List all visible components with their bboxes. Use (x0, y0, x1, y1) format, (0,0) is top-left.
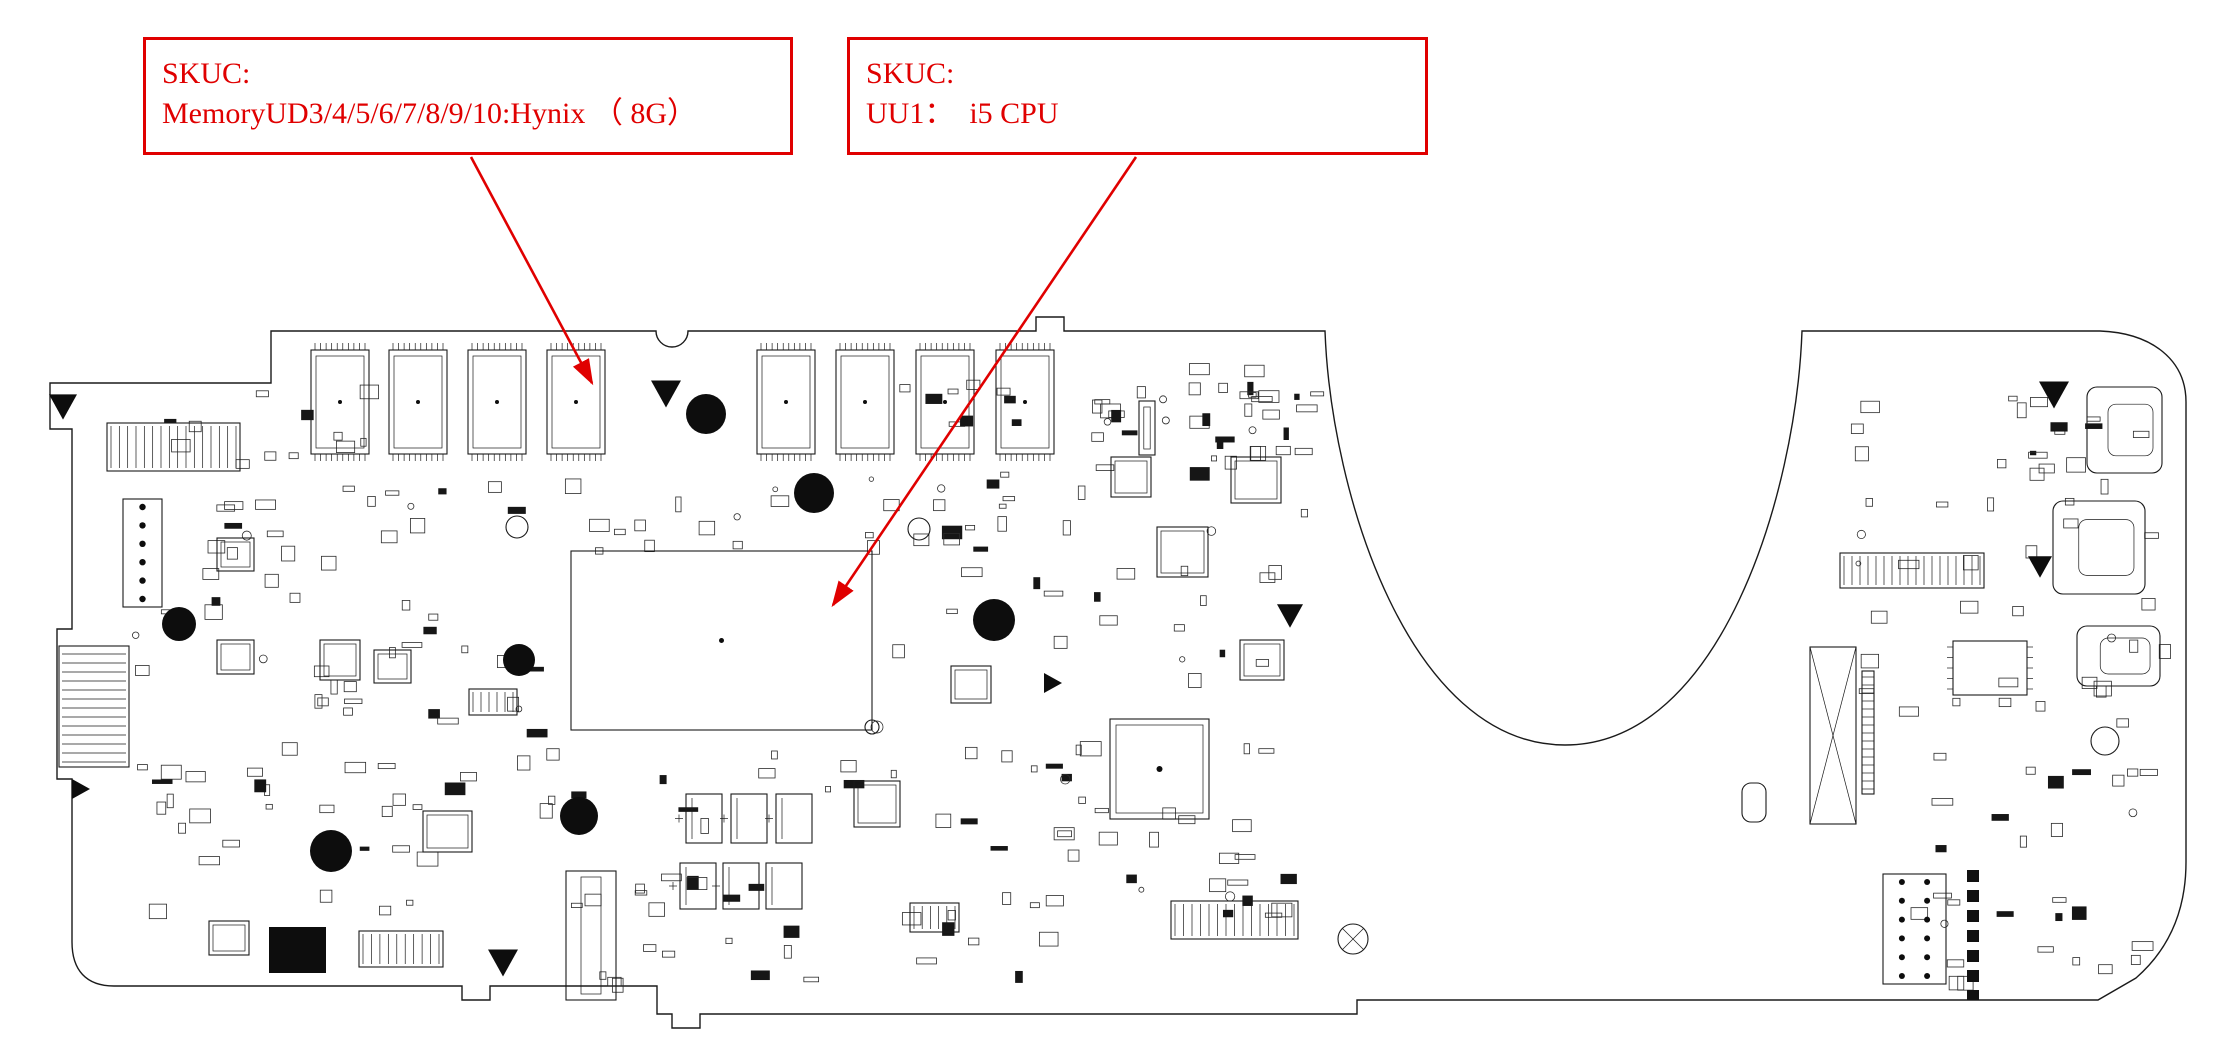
connector-chip (208, 920, 250, 956)
connector-dots-v2 (1882, 873, 1947, 985)
emi-pad (310, 830, 352, 872)
emi-pad (973, 599, 1015, 641)
connector-slot-v (1138, 400, 1156, 456)
annotation-arrows (469, 156, 1138, 608)
connector-chip (216, 639, 255, 675)
memory-module (388, 343, 448, 461)
connector-pins-v (909, 902, 960, 933)
connector-slot-v (565, 870, 617, 1001)
memory-modules (310, 343, 1055, 461)
connector-chip (1110, 456, 1152, 498)
connector-xbox (1809, 646, 1857, 825)
test-ring (2090, 726, 2120, 756)
emi-pad (162, 607, 196, 641)
connector-comb-v (1861, 670, 1875, 795)
marker-triangle (488, 949, 518, 977)
cpu (570, 550, 884, 734)
connector-pins-v (106, 422, 241, 472)
connector-usb (2076, 625, 2161, 687)
emi-pad (794, 473, 834, 513)
connector-cap (765, 793, 813, 844)
marker-triangle (49, 394, 77, 420)
memory-module (756, 343, 816, 461)
connector-pins-v (1170, 900, 1299, 940)
marker-triangle (72, 779, 90, 799)
marker-triangle (2028, 556, 2052, 578)
connector-dots-v (122, 498, 163, 608)
emi-pad (560, 797, 598, 835)
connector-slot (1741, 782, 1767, 823)
memory-module (995, 343, 1055, 461)
board-outline (49, 316, 2187, 1029)
callout-cpu-line1: SKUC: (866, 57, 955, 90)
connector-chip (1156, 526, 1209, 578)
connector-chip (1239, 639, 1285, 681)
annotation-arrow (469, 156, 594, 386)
connector-chip (1230, 456, 1282, 504)
connector-cap (755, 862, 803, 910)
test-ring (505, 515, 529, 539)
connector-chip (216, 537, 255, 572)
callout-cpu-line2: UU1： i5 CPU (866, 96, 1059, 130)
connector-chip (373, 649, 412, 684)
marker-triangle (1044, 673, 1062, 693)
connector-hatch-h (58, 645, 130, 768)
marker-triangle (651, 380, 681, 408)
connector-chip (950, 665, 992, 704)
connector-chip-big (1109, 718, 1210, 820)
connector-block (269, 927, 326, 973)
connector-usb (2052, 500, 2146, 595)
annotation-arrow (831, 156, 1138, 608)
callout-cpu-sku: SKUC: UU1： i5 CPU (847, 37, 1428, 155)
connector-chip-pins (1947, 640, 2033, 696)
marker-triangle (2039, 381, 2069, 409)
emi-pad (503, 644, 535, 676)
connector-pins-v (1839, 552, 1985, 589)
callout-memory-line1: SKUC: (162, 57, 251, 90)
connector-usb (2086, 386, 2163, 474)
connector-chip (422, 810, 473, 853)
connector-chip (853, 780, 901, 828)
small-components (132, 363, 2171, 993)
test-ring (864, 719, 880, 735)
screw-hole (1337, 923, 1369, 955)
connector-pins-v (468, 688, 518, 716)
marker-triangle (1277, 604, 1303, 628)
connector-chip (319, 639, 361, 681)
callout-memory-sku: SKUC: MemoryUD3/4/5/6/7/8/9/10:Hynix （ 8… (143, 37, 793, 155)
test-ring (907, 517, 931, 541)
callout-memory-line2: MemoryUD3/4/5/6/7/8/9/10:Hynix （ 8G） (162, 96, 697, 130)
memory-module (310, 343, 370, 461)
memory-module (835, 343, 895, 461)
emi-pad (686, 394, 726, 434)
memory-module (467, 343, 527, 461)
connector-pins-v (358, 930, 444, 968)
